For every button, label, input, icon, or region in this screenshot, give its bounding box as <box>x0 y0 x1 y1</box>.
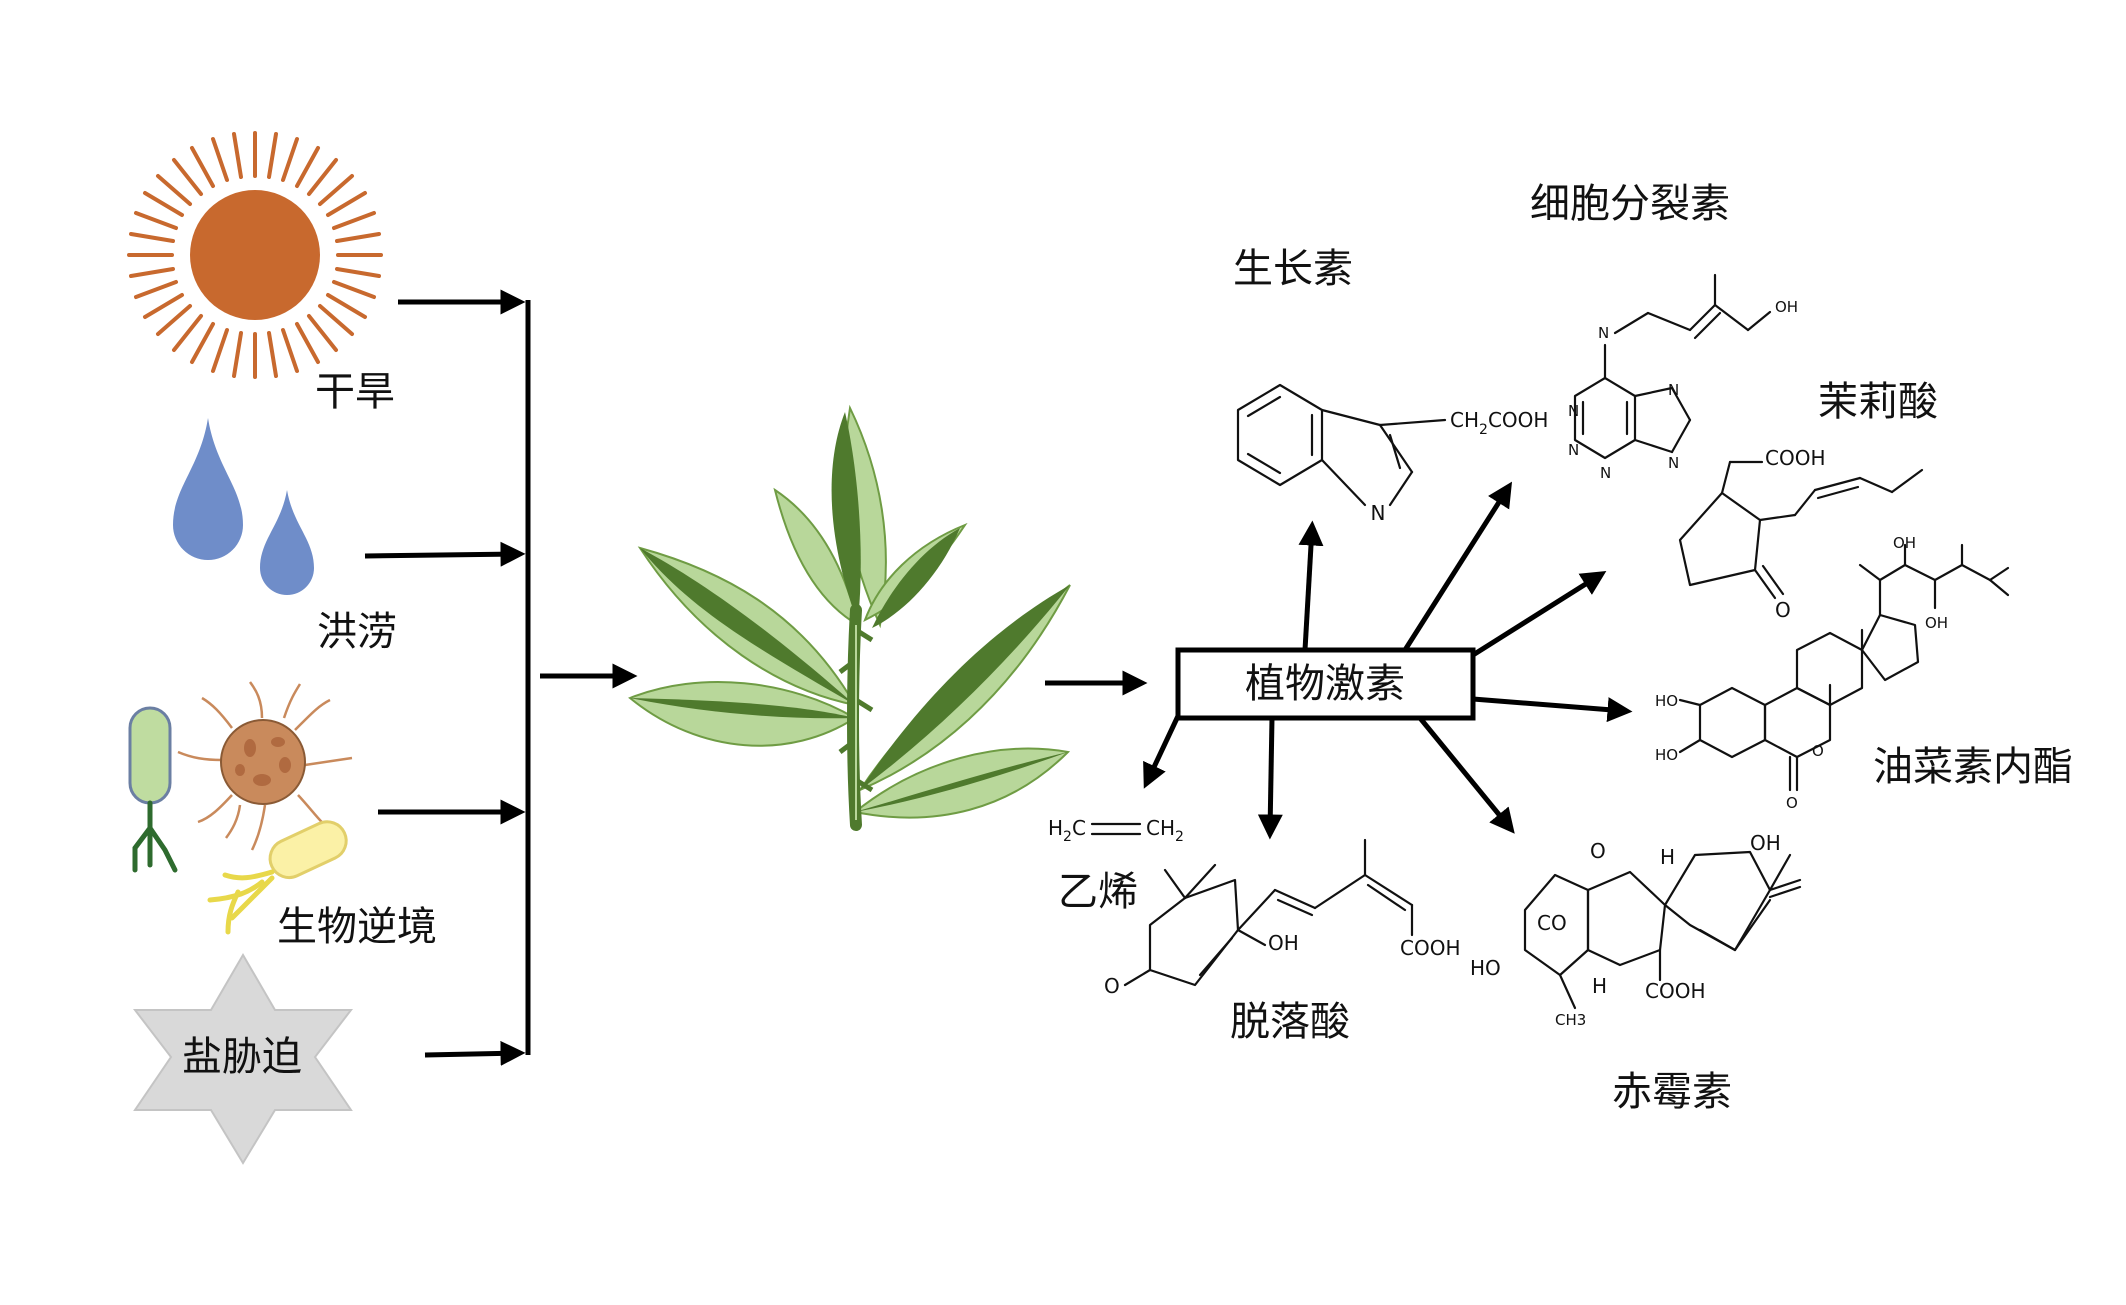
svg-text:CH2: CH2 <box>1146 816 1184 845</box>
gib-oh: OH <box>1750 831 1781 855</box>
abscisic-acid-structure: O OH COOH <box>1104 838 1461 998</box>
jasmonic-cooh: COOH <box>1765 446 1826 470</box>
cytokinin-n-top: N <box>1598 324 1609 342</box>
cytokinin-n5: N <box>1668 454 1679 472</box>
microbe-icon <box>128 681 353 935</box>
aba-oh: OH <box>1268 931 1299 955</box>
label-salt: 盐胁迫 <box>182 1034 302 1080</box>
gib-co: CO <box>1537 911 1567 935</box>
label-drought: 干旱 <box>315 369 395 415</box>
eth-ch: CH <box>1146 816 1175 840</box>
cytokinin-structure: OH N N N N N N <box>1568 273 1798 482</box>
cytokinin-n4: N <box>1668 381 1679 399</box>
label-ethylene: 乙烯 <box>1058 869 1138 915</box>
ethylene-structure: H2C CH2 <box>1048 816 1184 845</box>
label-biotic: 生物逆境 <box>277 904 437 950</box>
eth-sub-left: 2 <box>1063 829 1072 845</box>
gib-o: O <box>1590 839 1606 863</box>
sun-icon <box>127 131 383 379</box>
hormone-hub-box <box>1175 647 1476 721</box>
jasmonic-acid-structure: COOH O <box>1678 446 1924 622</box>
label-auxin: 生长素 <box>1233 246 1353 292</box>
gib-ch3: CH3 <box>1555 1011 1586 1029</box>
brassino-o-keto: O <box>1786 794 1798 812</box>
aba-o: O <box>1104 974 1120 998</box>
gib-ho: HO <box>1470 956 1501 980</box>
brassino-ho-2: HO <box>1655 746 1678 764</box>
svg-text:H2C: H2C <box>1048 816 1086 845</box>
label-flood: 洪涝 <box>317 609 397 655</box>
label-jasmonic-acid: 茉莉酸 <box>1818 379 1938 425</box>
auxin-ch: CH <box>1450 408 1479 432</box>
auxin-cooh: COOH <box>1488 408 1549 432</box>
cytokinin-n1: N <box>1568 402 1579 420</box>
auxin-structure: N CH2COOH <box>1236 383 1548 525</box>
cytokinin-n3: N <box>1600 464 1611 482</box>
eth-sub-right: 2 <box>1175 829 1184 845</box>
water-drop-icon <box>173 418 314 595</box>
plant-icon <box>628 404 1071 831</box>
brassino-ho-1: HO <box>1655 692 1678 710</box>
star-icon <box>132 953 354 1165</box>
hub-label: 植物激素 <box>1245 661 1405 707</box>
svg-text:CH2COOH: CH2COOH <box>1450 408 1548 438</box>
aba-cooh: COOH <box>1400 936 1461 960</box>
hub-arrows <box>1143 481 1633 840</box>
eth-c: C <box>1072 816 1086 840</box>
gib-h-bottom: H <box>1592 974 1607 998</box>
brassino-oh-1: OH <box>1893 534 1916 552</box>
gib-cooh: COOH <box>1645 979 1706 1003</box>
brassino-o-ring: O <box>1812 742 1824 760</box>
auxin-n: N <box>1371 501 1386 525</box>
brassinolide-structure: OH OH HO HO O O <box>1655 534 2010 812</box>
brassino-oh-2: OH <box>1925 614 1948 632</box>
eth-h: H <box>1048 816 1063 840</box>
jasmonic-o: O <box>1775 598 1791 622</box>
stress-connectors <box>364 289 638 1066</box>
cytokinin-n2: N <box>1568 441 1579 459</box>
label-gibberellin: 赤霉素 <box>1612 1069 1732 1115</box>
label-brassinolide: 油菜素内酯 <box>1873 744 2073 790</box>
gib-h-top: H <box>1660 845 1675 869</box>
auxin-sub2: 2 <box>1479 422 1488 438</box>
label-abscisic-acid: 脱落酸 <box>1230 999 1350 1045</box>
cytokinin-oh: OH <box>1775 298 1798 316</box>
gibberellin-structure: OH O CO HO H H CH3 COOH <box>1470 831 1802 1029</box>
label-cytokinin: 细胞分裂素 <box>1530 181 1730 227</box>
